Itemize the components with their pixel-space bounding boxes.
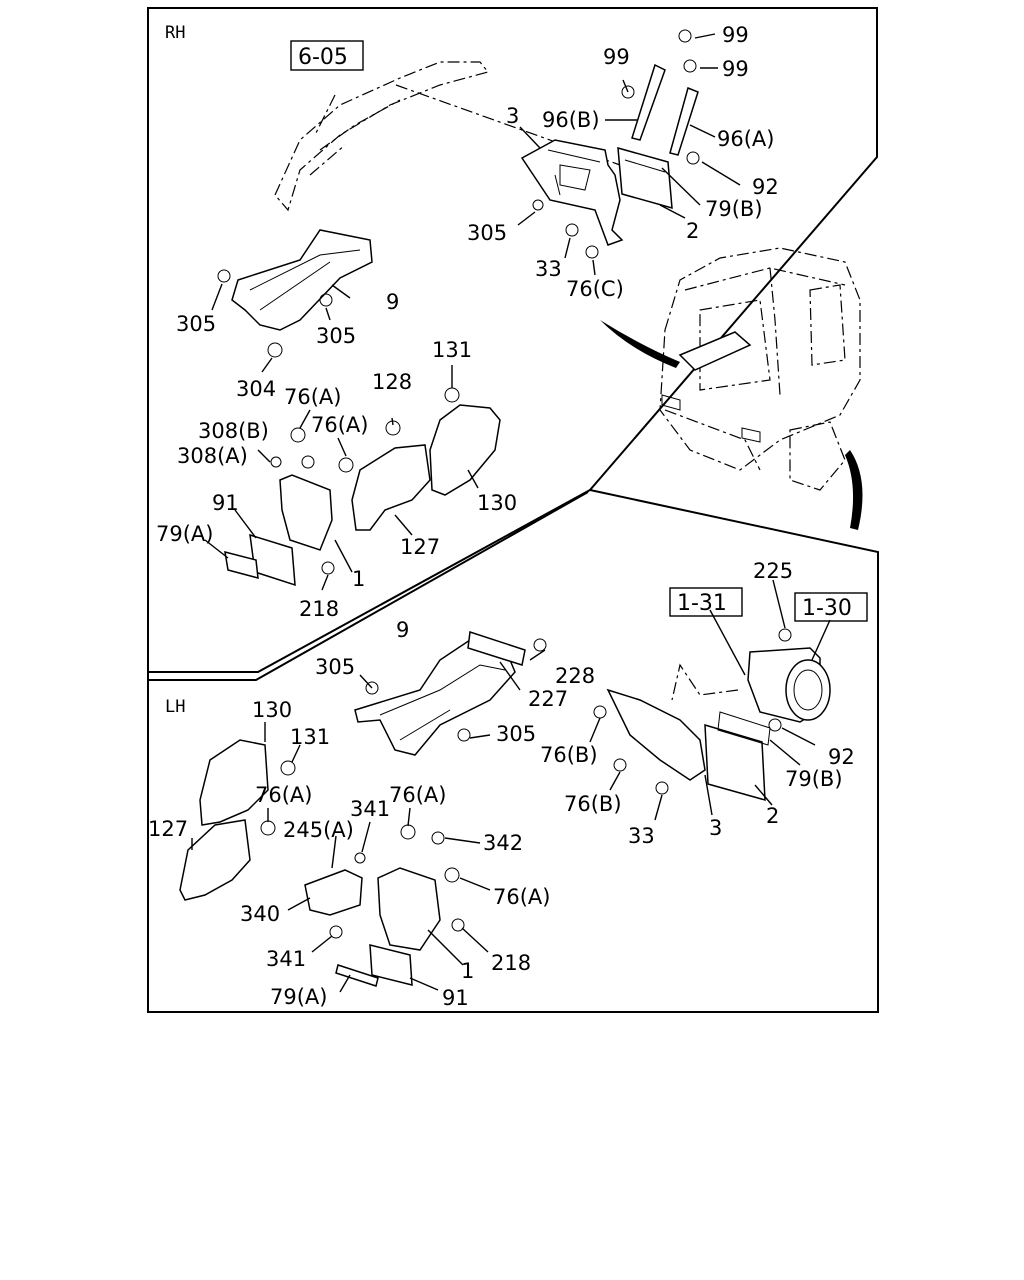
callout: 127 xyxy=(400,535,440,559)
callout: 341 xyxy=(350,797,390,821)
callout: 79(A) xyxy=(270,985,327,1009)
rh-panel-127 xyxy=(351,444,431,531)
ref-label: 1-31 xyxy=(677,591,727,616)
rh-frame xyxy=(147,7,879,1013)
callout: 76(A) xyxy=(255,783,312,807)
rh-guard-9 xyxy=(231,229,373,331)
callout: 305 xyxy=(315,655,355,679)
ref-box-1-31[interactable]: 1-31 xyxy=(669,587,743,617)
section-divider xyxy=(148,489,591,673)
lh-panel-130 xyxy=(199,739,269,826)
callout: 96(B) xyxy=(542,108,600,132)
callout: 305 xyxy=(467,221,507,245)
callout: 76(A) xyxy=(284,385,341,409)
callout: 76(A) xyxy=(389,783,446,807)
callout: 92 xyxy=(828,745,855,769)
callout: 99 xyxy=(722,23,749,47)
rh-stay-96b xyxy=(631,63,666,141)
callout: 3 xyxy=(506,104,519,128)
callout: 218 xyxy=(491,951,531,975)
callout: 305 xyxy=(176,312,216,336)
callout: 1 xyxy=(352,567,365,591)
lh-frame-top xyxy=(148,491,589,681)
callout: 227 xyxy=(528,687,568,711)
callout: 79(B) xyxy=(785,767,843,791)
callout: 228 xyxy=(555,664,595,688)
callout: 76(B) xyxy=(564,792,622,816)
callout: 91 xyxy=(212,491,239,515)
callout: 308(A) xyxy=(177,444,248,468)
callout: 76(A) xyxy=(311,413,368,437)
callout: 2 xyxy=(686,219,699,243)
cab-panel-6-05 xyxy=(274,61,490,212)
ref-box-1-30[interactable]: 1-30 xyxy=(794,592,868,622)
callout: 1 xyxy=(461,959,474,983)
lh-bracket-3 xyxy=(606,688,706,781)
rh-parts xyxy=(204,29,741,591)
callout: 341 xyxy=(266,947,306,971)
callout: 91 xyxy=(442,986,469,1010)
callout: 131 xyxy=(432,338,472,362)
callout: 342 xyxy=(483,831,523,855)
ref-box-6-05[interactable]: 6-05 xyxy=(290,40,364,71)
callout: 305 xyxy=(496,722,536,746)
lh-guard-9 xyxy=(354,639,516,756)
callout: 9 xyxy=(386,290,399,314)
callout: 92 xyxy=(752,175,779,199)
callout: 218 xyxy=(299,597,339,621)
callout: 225 xyxy=(753,559,793,583)
lh-strip-227 xyxy=(467,631,526,666)
callout: 245(A) xyxy=(283,818,354,842)
callout: 128 xyxy=(372,370,412,394)
lh-parts xyxy=(179,579,831,993)
callout: 308(B) xyxy=(198,419,269,443)
callout: 305 xyxy=(316,324,356,348)
lh-panel-127 xyxy=(179,819,251,901)
callout: 96(A) xyxy=(717,127,774,151)
lh-bracket-340 xyxy=(304,869,363,916)
callout: 2 xyxy=(766,804,779,828)
callout: 131 xyxy=(290,725,330,749)
callout: 33 xyxy=(535,257,562,281)
rh-mudflap-2 xyxy=(617,146,673,210)
rh-panel-130 xyxy=(429,404,501,496)
ref-label: 1-30 xyxy=(802,596,852,621)
lh-mudflap-91 xyxy=(369,944,413,986)
callout: 76(B) xyxy=(540,743,598,767)
callout: 79(B) xyxy=(705,197,763,221)
lh-bracket-1 xyxy=(377,867,441,951)
rh-stay-96a xyxy=(669,86,699,156)
callout: 99 xyxy=(722,57,749,81)
truck-inset xyxy=(600,247,863,530)
callout: 9 xyxy=(396,618,409,642)
callout: 33 xyxy=(628,824,655,848)
section-label-rh: RH xyxy=(165,23,185,43)
section-label-lh: LH xyxy=(165,697,185,717)
callout: 340 xyxy=(240,902,280,926)
callout: 79(A) xyxy=(156,522,213,546)
lh-mudflap-2 xyxy=(704,723,766,802)
callout: 76(A) xyxy=(493,885,550,909)
callout: 304 xyxy=(236,377,276,401)
callout: 130 xyxy=(252,698,292,722)
callout: 127 xyxy=(148,817,188,841)
callout: 99 xyxy=(603,45,630,69)
callout: 130 xyxy=(477,491,517,515)
rh-bracket-3 xyxy=(520,139,624,246)
ref-label: 6-05 xyxy=(298,45,348,70)
callout: 3 xyxy=(709,816,722,840)
rh-bracket-1 xyxy=(279,474,333,551)
callout: 76(C) xyxy=(566,277,624,301)
